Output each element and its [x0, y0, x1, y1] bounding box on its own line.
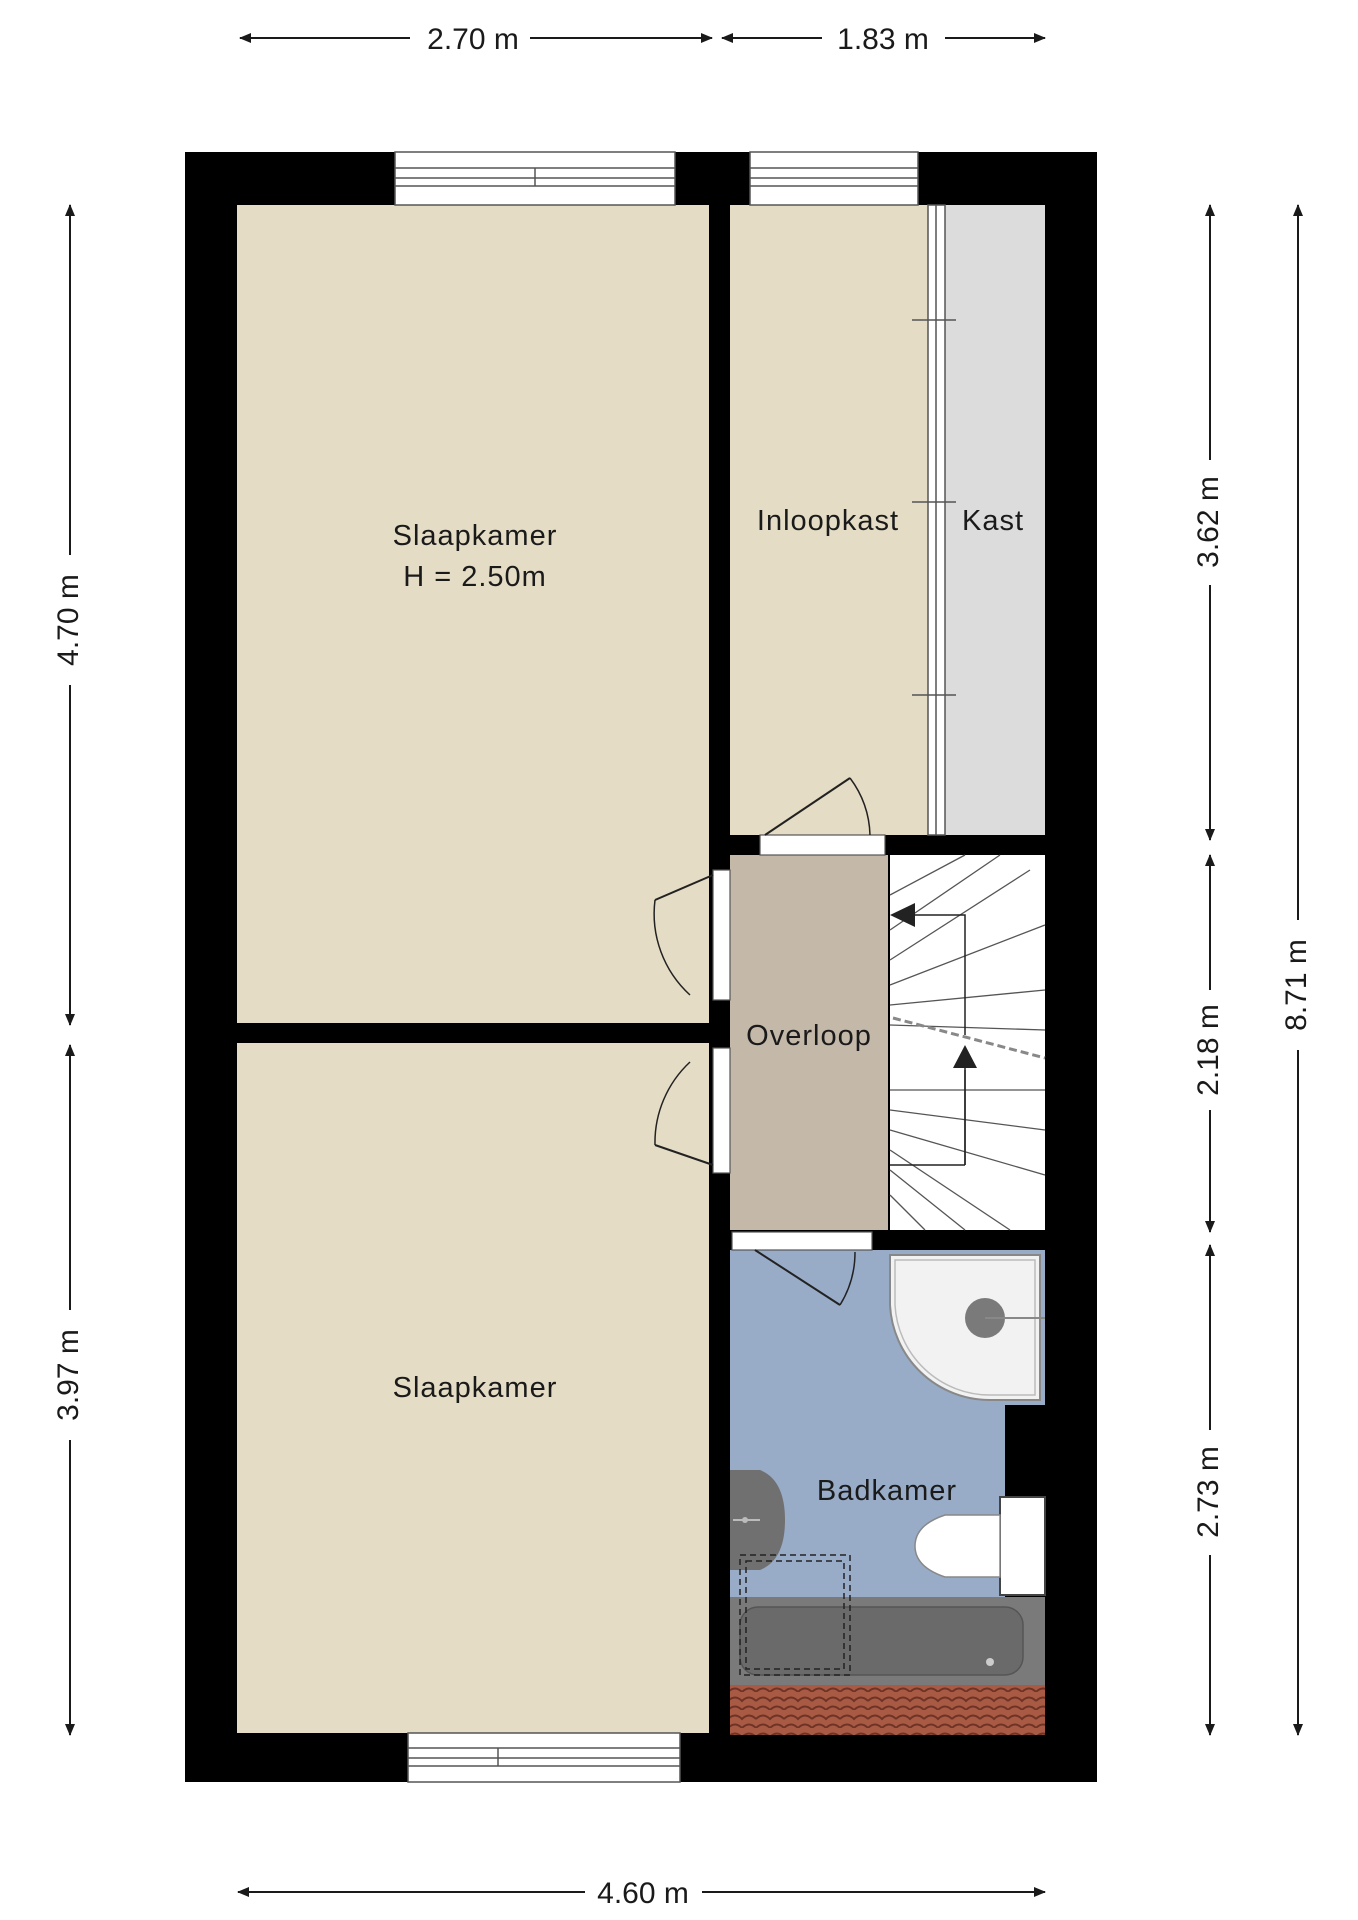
dimension-bottom: 4.60 m: [237, 1877, 1046, 1910]
dimension-left-lower: 3.97 m: [52, 1044, 85, 1736]
door-bedroom-top: [653, 869, 731, 1001]
toilet: [914, 1496, 1046, 1596]
dimension-right-upper: 3.62 m: [1192, 204, 1225, 841]
room-landing-floor: [730, 855, 888, 1230]
stair-up-arrow-icon: [953, 1045, 977, 1068]
roof-tiles: [730, 1685, 1045, 1735]
room-height-note: H = 2.50m: [403, 561, 547, 593]
window-top-right: [749, 151, 919, 206]
dimension-bottom-label: 4.60 m: [597, 1877, 689, 1910]
door-bathroom: [731, 1231, 873, 1306]
room-bedroom-bottom-floor: [237, 1043, 709, 1733]
dimension-right-middle: 2.18 m: [1192, 854, 1225, 1233]
room-label-bedroom-bottom: Slaapkamer: [393, 1372, 558, 1404]
bathtub-drain-icon: [986, 1658, 994, 1666]
dimension-right-lower: 2.73 m: [1192, 1244, 1225, 1736]
dimension-right-total: 8.71 m: [1280, 204, 1313, 1736]
bathtub: [730, 1597, 1045, 1685]
door-walkin-closet: [759, 777, 886, 856]
dimension-right-total-label: 8.71 m: [1280, 939, 1313, 1031]
window-bottom: [407, 1732, 681, 1783]
room-bedroom-top-floor: [237, 205, 709, 1023]
window-top-left: [394, 151, 676, 206]
room-walkin-closet-floor: [730, 205, 928, 835]
attic-hatch: [739, 1554, 851, 1676]
bathroom-wall-stub: [1005, 1405, 1045, 1495]
dimension-top-right: 1.83 m: [721, 23, 1046, 56]
dimension-right-lower-label: 2.73 m: [1192, 1446, 1225, 1538]
staircase: [889, 854, 1046, 1231]
shower-corner: [889, 1254, 1045, 1402]
dimension-right-middle-label: 2.18 m: [1192, 1004, 1225, 1096]
dimension-left-upper-label: 4.70 m: [52, 574, 85, 666]
dimension-right-upper-label: 3.62 m: [1192, 476, 1225, 568]
door-bedroom-bottom: [654, 1047, 731, 1174]
room-label-bathroom: Badkamer: [817, 1475, 957, 1507]
dimension-top-right-label: 1.83 m: [837, 23, 929, 56]
dimension-top-left-label: 2.70 m: [427, 23, 519, 56]
room-label-walkin-closet: Inloopkast: [757, 505, 899, 537]
room-label-bedroom-top: Slaapkamer: [393, 520, 558, 552]
sink: [730, 1470, 785, 1570]
room-closet-floor: [945, 205, 1045, 835]
closet-sliding-doors: [912, 204, 956, 836]
dimension-left-lower-label: 3.97 m: [52, 1329, 85, 1421]
dimension-left-upper: 4.70 m: [52, 204, 85, 1026]
room-label-closet: Kast: [962, 505, 1024, 537]
room-label-landing: Overloop: [746, 1020, 872, 1052]
dimension-top-left: 2.70 m: [239, 23, 713, 56]
stair-direction-arrow-icon: [890, 903, 915, 927]
